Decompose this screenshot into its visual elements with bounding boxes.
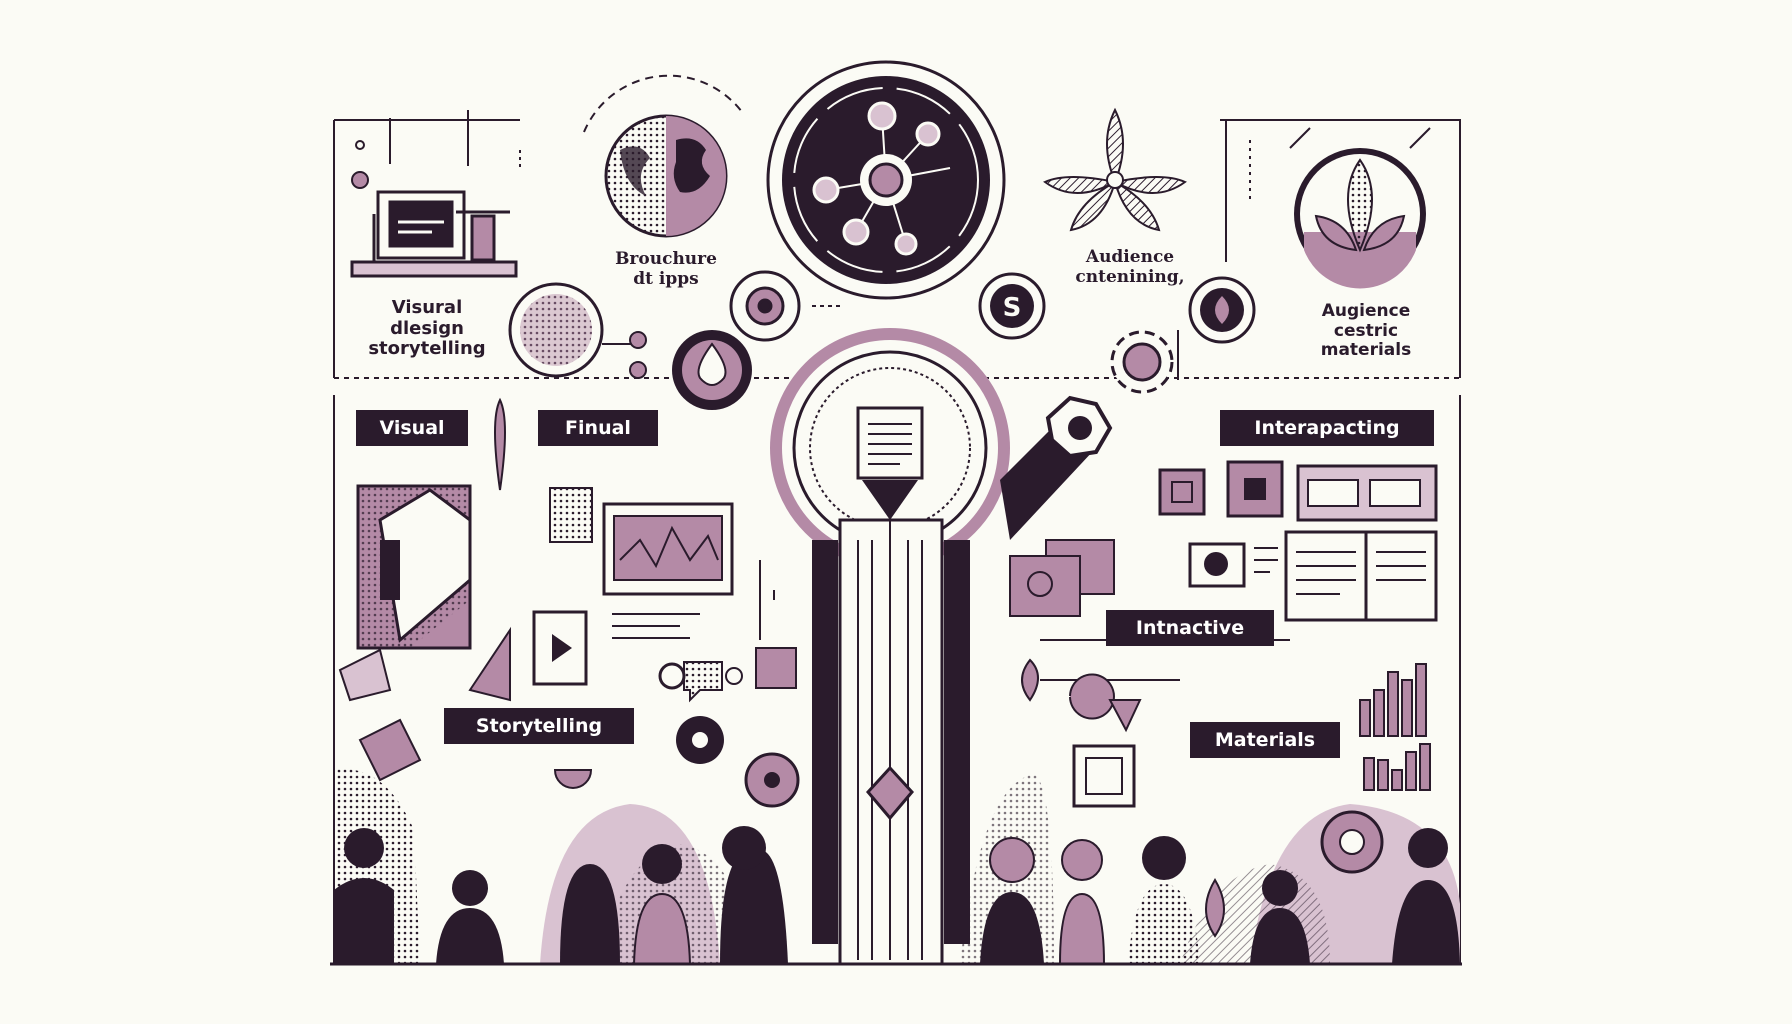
tag-storytelling: Storytelling <box>444 708 634 744</box>
globe-icon <box>583 74 743 238</box>
s-badge-icon: S <box>978 272 1046 340</box>
book-icon <box>1284 530 1438 622</box>
tag-materials: Materials <box>1190 722 1340 758</box>
label-visual-design-storytelling: Visural dlesign storytelling <box>368 297 486 360</box>
network-hub-icon <box>766 60 1006 300</box>
laptop-icon <box>350 190 518 278</box>
gear-icon <box>1110 330 1174 394</box>
leaf-badge-icon <box>1188 276 1256 344</box>
audience-silhouettes-icon <box>330 769 1462 966</box>
tag-interpacting: Interapacting <box>1220 410 1434 446</box>
right-panel-art <box>1009 460 1438 808</box>
tag-visual: Visual <box>356 410 468 446</box>
dot-badge <box>508 282 604 378</box>
tag-intnactive: Intnactive <box>1106 610 1274 646</box>
lotus-icon <box>1294 148 1426 289</box>
chart-icon <box>613 515 723 581</box>
svg-text:S: S <box>1003 293 1022 323</box>
label-audience-centric-materials: Augience cestric materials <box>1320 301 1412 361</box>
label-audience-centering: Audience cntenining, <box>1075 247 1185 287</box>
drop-icon <box>672 330 752 410</box>
tag-final: Finual <box>538 410 658 446</box>
left-panel-art <box>338 397 800 808</box>
target-icon <box>729 270 801 342</box>
central-tower <box>770 328 1113 966</box>
label-brochure-tips: Brouchure dt ipps <box>615 249 717 289</box>
flower-icon <box>1043 107 1187 232</box>
